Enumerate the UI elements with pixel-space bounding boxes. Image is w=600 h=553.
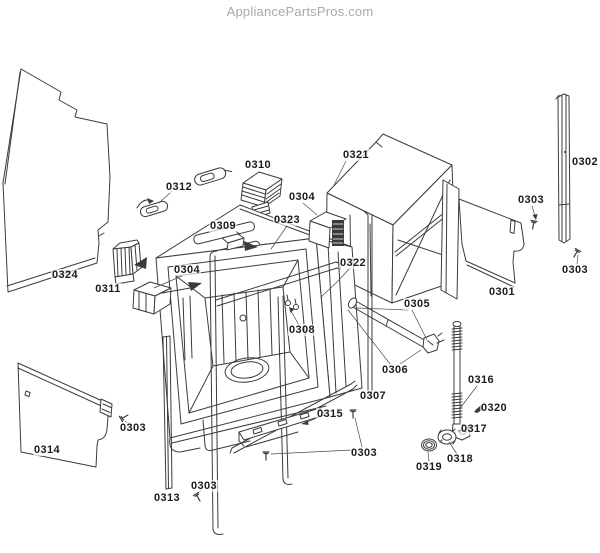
strip-0302-art — [556, 94, 570, 243]
part-label-0304-top: 0304 — [287, 191, 317, 203]
rod-0305-0306-art — [347, 296, 444, 353]
latch-0311-art — [113, 198, 154, 284]
part-label-0319: 0319 — [414, 461, 444, 473]
part-label-0318: 0318 — [445, 453, 475, 465]
screws-0303-art — [120, 220, 581, 502]
part-label-0316: 0316 — [466, 374, 496, 386]
clip-0309-art — [222, 231, 258, 251]
leader-lines — [125, 161, 578, 493]
clips-0312-art — [139, 165, 233, 218]
screw-icon — [350, 410, 356, 418]
site-watermark: AppliancePartsPros.com — [226, 4, 374, 19]
part-label-0302: 0302 — [570, 156, 600, 168]
screw-icon — [193, 493, 202, 503]
part-label-0304-left: 0304 — [172, 264, 202, 276]
part-label-0303-2: 0303 — [560, 264, 590, 276]
part-label-0306: 0306 — [380, 364, 410, 376]
part-label-0308: 0308 — [287, 324, 317, 336]
part-label-0312: 0312 — [164, 181, 194, 193]
part-label-0307: 0307 — [358, 390, 388, 402]
bracket-0304-top-art — [309, 212, 346, 248]
part-label-0303-5: 0303 — [189, 480, 219, 492]
part-label-0303-3: 0303 — [118, 422, 148, 434]
part-label-0311: 0311 — [94, 283, 122, 295]
part-label-0303-1: 0303 — [516, 194, 546, 206]
leg-assembly-art — [422, 322, 484, 452]
screw-icon — [120, 412, 130, 421]
part-label-0317: 0317 — [459, 423, 489, 435]
screw-icon — [263, 452, 269, 460]
screw-icon — [530, 220, 537, 229]
part-label-0303-4: 0303 — [349, 447, 379, 459]
part-label-0323: 0323 — [272, 214, 302, 226]
panel-0324-art — [3, 69, 110, 292]
part-label-0320: 0320 — [479, 402, 509, 414]
part-label-0321: 0321 — [341, 149, 371, 161]
part-label-0322: 0322 — [338, 257, 368, 269]
part-label-0309: 0309 — [208, 220, 238, 232]
part-label-0314: 0314 — [32, 444, 62, 456]
panel-0314-art — [18, 363, 112, 467]
part-label-0315: 0315 — [315, 408, 345, 420]
part-label-0305: 0305 — [402, 298, 432, 310]
part-label-0324: 0324 — [50, 269, 80, 281]
part-label-0310: 0310 — [243, 159, 273, 171]
bracket-0304-left-art — [133, 282, 202, 314]
screw-icon — [571, 249, 580, 259]
strip-0313-art — [163, 336, 172, 489]
part-label-0313: 0313 — [152, 492, 182, 504]
panel-0301-art — [459, 199, 524, 287]
part-label-0301: 0301 — [487, 286, 517, 298]
